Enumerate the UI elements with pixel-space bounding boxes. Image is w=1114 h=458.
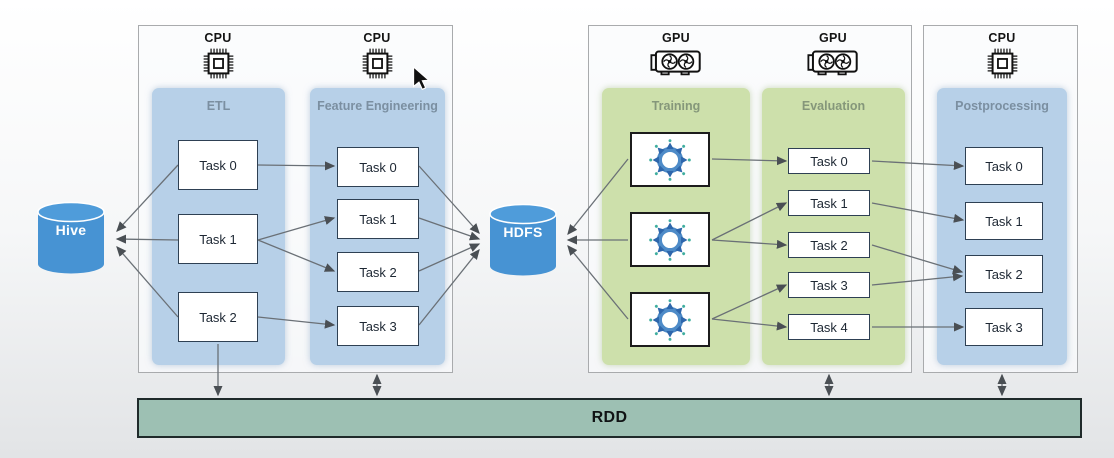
mouse-cursor-icon <box>413 67 431 91</box>
evaluation-task: Task 2 <box>788 232 870 258</box>
processor-cpu-etl: CPU <box>173 31 263 80</box>
gpu-label: GPU <box>819 31 847 45</box>
task-label: Task 0 <box>359 159 397 175</box>
stage-title: Evaluation <box>801 99 866 113</box>
postprocessing-task: Task 1 <box>965 202 1043 240</box>
database-cylinder-icon <box>37 201 105 274</box>
task-label: Task 0 <box>199 157 237 173</box>
feature-engineering-task: Task 1 <box>337 199 419 239</box>
task-label: Task 0 <box>810 153 848 169</box>
postprocessing-task: Task 0 <box>965 147 1043 185</box>
training-task <box>630 212 710 267</box>
cpu-label: CPU <box>988 31 1016 45</box>
evaluation-task: Task 4 <box>788 314 870 340</box>
distributed-training-icon <box>647 297 693 343</box>
hdfs-database: HDFS <box>482 200 564 280</box>
gpu-label: GPU <box>662 31 690 45</box>
distributed-training-icon <box>647 217 693 263</box>
processor-gpu-training: GPU <box>631 31 721 78</box>
etl-task: Task 2 <box>178 292 258 342</box>
training-task <box>630 292 710 347</box>
etl-task: Task 1 <box>178 214 258 264</box>
task-label: Task 1 <box>199 231 237 247</box>
processor-cpu-postprocessing: CPU <box>957 31 1047 80</box>
task-label: Task 1 <box>985 213 1023 229</box>
evaluation-task: Task 3 <box>788 272 870 298</box>
postprocessing-task: Task 2 <box>965 255 1043 293</box>
processor-cpu-fe: CPU <box>332 31 422 80</box>
cpu-label: CPU <box>204 31 232 45</box>
feature-engineering-task: Task 0 <box>337 147 419 187</box>
database-cylinder-icon <box>489 203 557 276</box>
cpu-label: CPU <box>363 31 391 45</box>
cpu-chip-icon <box>361 47 393 80</box>
processor-gpu-evaluation: GPU <box>788 31 878 78</box>
task-label: Task 0 <box>985 158 1023 174</box>
task-label: Task 1 <box>359 211 397 227</box>
task-label: Task 2 <box>199 309 237 325</box>
task-label: Task 2 <box>985 266 1023 282</box>
feature-engineering-task: Task 3 <box>337 306 419 346</box>
rdd-bar: RDD <box>137 398 1082 438</box>
gpu-card-icon <box>807 50 858 76</box>
feature-engineering-task: Task 2 <box>337 252 419 292</box>
evaluation-task: Task 1 <box>788 190 870 216</box>
evaluation-task: Task 0 <box>788 148 870 174</box>
task-label: Task 1 <box>810 195 848 211</box>
postprocessing-task: Task 3 <box>965 308 1043 346</box>
task-label: Task 3 <box>810 277 848 293</box>
task-label: Task 3 <box>359 318 397 334</box>
cpu-chip-icon <box>202 47 234 80</box>
stage-title: Postprocessing <box>955 99 1049 113</box>
database-label: Hive <box>55 222 87 238</box>
training-task <box>630 132 710 187</box>
database-label: HDFS <box>503 224 543 240</box>
stage-title: ETL <box>206 99 231 113</box>
task-label: Task 2 <box>359 264 397 280</box>
hive-database: Hive <box>30 198 112 278</box>
rdd-label: RDD <box>591 409 628 426</box>
cpu-chip-icon <box>986 47 1018 80</box>
distributed-training-icon <box>647 137 693 183</box>
etl-task: Task 0 <box>178 140 258 190</box>
stage-title: Feature Engineering <box>317 99 438 113</box>
stage-title: Training <box>651 99 701 113</box>
task-label: Task 4 <box>810 319 848 335</box>
gpu-card-icon <box>650 50 701 76</box>
task-label: Task 3 <box>985 319 1023 335</box>
task-label: Task 2 <box>810 237 848 253</box>
